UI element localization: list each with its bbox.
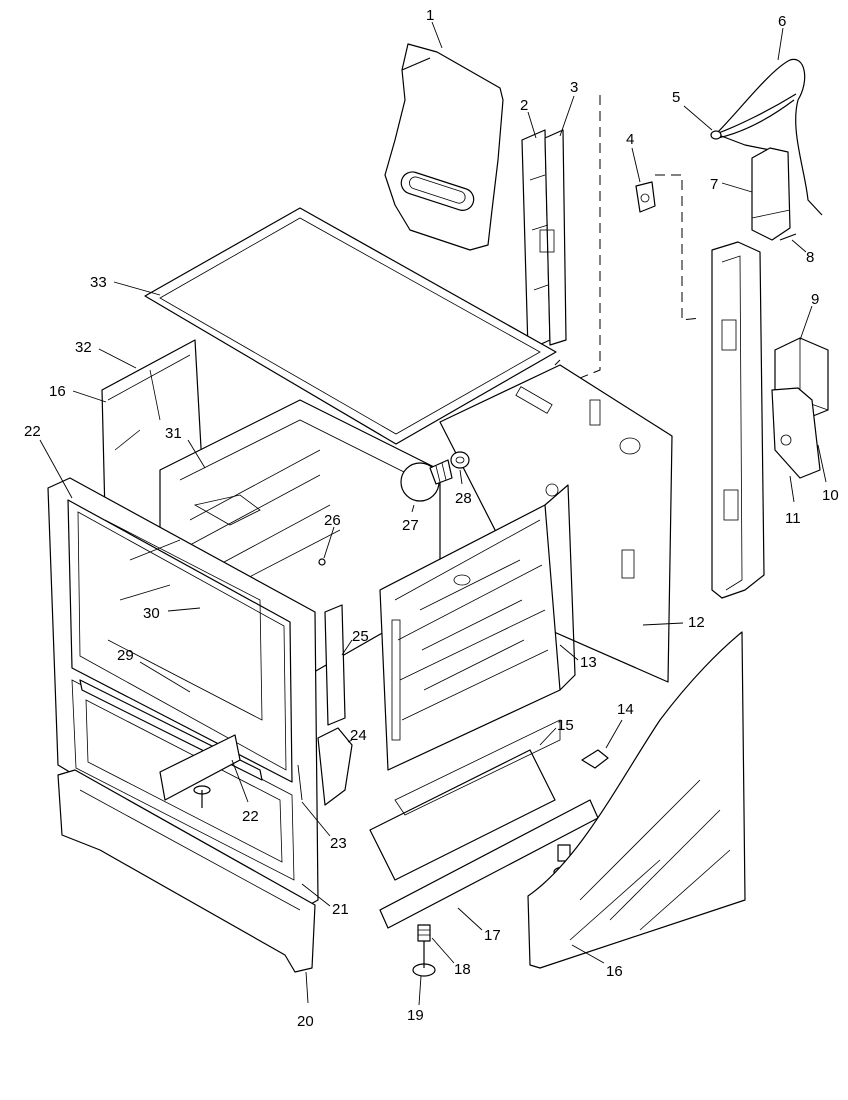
part-bracket-10 xyxy=(771,387,821,479)
part-light-socket xyxy=(450,451,470,469)
part-wire-harness xyxy=(710,58,823,216)
callout-24: 24 xyxy=(350,727,367,744)
callout-18: 18 xyxy=(454,961,471,978)
callout-29: 29 xyxy=(117,647,134,664)
callout-26: 26 xyxy=(324,512,341,529)
callout-32: 32 xyxy=(75,339,92,356)
callout-10: 10 xyxy=(822,487,839,504)
callout-11: 11 xyxy=(785,510,801,527)
callout-28: 28 xyxy=(455,490,472,507)
callout-16-right: 16 xyxy=(606,963,623,980)
part-front-frame xyxy=(47,477,319,911)
callout-21: 21 xyxy=(332,901,349,918)
part-left-vertical-brackets xyxy=(521,129,567,351)
callout-13: 13 xyxy=(580,654,597,671)
callout-7: 7 xyxy=(710,176,718,193)
callout-22-top: 22 xyxy=(24,423,41,440)
part-clip xyxy=(635,181,656,213)
callout-6: 6 xyxy=(778,13,786,30)
callout-1: 1 xyxy=(426,7,434,24)
callout-14: 14 xyxy=(617,701,634,718)
part-leveling-leg-left xyxy=(193,785,211,808)
part-bottom-pan xyxy=(369,719,561,881)
part-clip-14 xyxy=(581,749,609,769)
callout-27: 27 xyxy=(402,517,419,534)
part-top-panel xyxy=(144,207,557,445)
part-rail-21 xyxy=(159,734,241,801)
part-right-rear-bracket xyxy=(711,241,765,599)
callout-30: 30 xyxy=(143,605,160,622)
callouts: 1 2 3 4 5 6 7 8 9 10 11 12 13 14 15 16 1 xyxy=(24,7,839,1030)
callout-12: 12 xyxy=(688,614,705,631)
part-screw-8 xyxy=(779,233,797,241)
part-right-side-panel xyxy=(527,631,746,969)
part-insulation-blanket xyxy=(384,43,504,251)
callout-33: 33 xyxy=(90,274,107,291)
part-leg-foot-19 xyxy=(412,941,436,977)
part-kick-panel xyxy=(57,769,316,973)
callout-16-left: 16 xyxy=(49,383,66,400)
callout-31: 31 xyxy=(165,425,182,442)
callout-5: 5 xyxy=(672,89,680,106)
callout-15: 15 xyxy=(557,717,574,734)
callout-19: 19 xyxy=(407,1007,424,1024)
callout-8: 8 xyxy=(806,249,814,266)
callout-2: 2 xyxy=(520,97,528,114)
part-side-bracket-24 xyxy=(317,727,353,806)
callout-23: 23 xyxy=(330,835,347,852)
part-hinge-23 xyxy=(297,764,303,801)
part-hinge-bracket-25 xyxy=(324,604,346,726)
part-wire-cover xyxy=(751,147,791,241)
callout-17: 17 xyxy=(484,927,501,944)
part-screw-26 xyxy=(318,558,326,566)
part-leveling-leg-18 xyxy=(417,924,431,942)
part-right-side-wall xyxy=(379,484,576,771)
callout-20: 20 xyxy=(297,1013,314,1030)
callout-9: 9 xyxy=(811,291,819,308)
part-light-bulb xyxy=(400,459,453,502)
part-door-glass xyxy=(104,519,263,721)
callout-4: 4 xyxy=(626,131,634,148)
callout-25: 25 xyxy=(352,628,369,645)
callout-22-bottom: 22 xyxy=(242,808,259,825)
callout-3: 3 xyxy=(570,79,578,96)
